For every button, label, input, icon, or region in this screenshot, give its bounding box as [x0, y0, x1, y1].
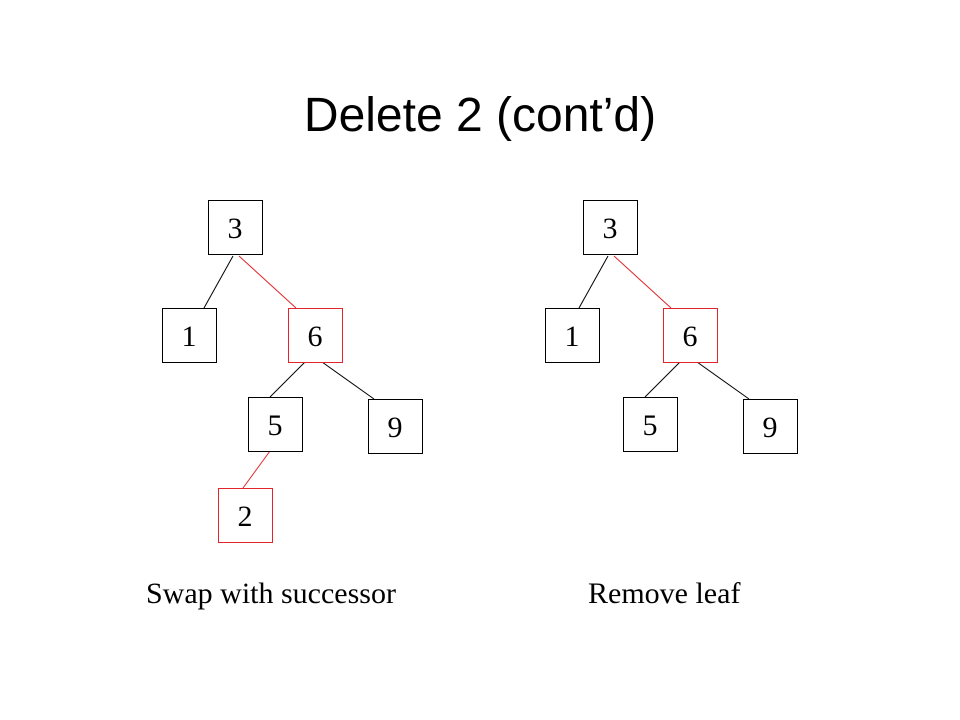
node-box [368, 399, 423, 454]
node-label: 9 [388, 411, 403, 444]
node-1: 1 [162, 308, 217, 363]
node-label: 3 [228, 212, 243, 245]
caption-swap-with-successor: Swap with successor [146, 577, 396, 610]
tree-remove-leaf: 3 1 6 5 9 [545, 200, 798, 454]
edge-5-2 [242, 450, 271, 489]
node-box [288, 308, 343, 363]
edge-3-1 [578, 255, 609, 309]
node-9: 9 [743, 399, 798, 454]
node-box [743, 399, 798, 454]
node-6: 6 [663, 308, 718, 363]
node-6: 6 [288, 308, 343, 363]
node-box [248, 397, 303, 452]
caption-remove-leaf: Remove leaf [588, 577, 741, 610]
edge-3-1 [203, 255, 234, 309]
node-label: 5 [268, 409, 283, 442]
node-3: 3 [583, 200, 638, 255]
node-label: 6 [308, 320, 323, 353]
slide-title: Delete 2 (cont’d) [303, 89, 657, 142]
node-box [623, 397, 678, 452]
node-label: 1 [182, 320, 197, 353]
node-label: 3 [603, 212, 618, 245]
node-box [545, 308, 600, 363]
node-box [162, 308, 217, 363]
node-label: 6 [683, 320, 698, 353]
node-5: 5 [623, 397, 678, 452]
node-label: 2 [238, 500, 253, 533]
node-label: 5 [643, 409, 658, 442]
node-9: 9 [368, 399, 423, 454]
edge-6-9 [321, 361, 375, 400]
node-box [583, 200, 638, 255]
node-5: 5 [248, 397, 303, 452]
node-box [208, 200, 263, 255]
edge-6-5 [269, 361, 306, 398]
node-2: 2 [218, 488, 273, 543]
node-box [218, 488, 273, 543]
node-3: 3 [208, 200, 263, 255]
tree-swap-with-successor: 3 1 6 5 9 2 [162, 200, 423, 543]
edge-6-9 [696, 361, 750, 400]
edge-3-6 [238, 255, 297, 309]
edge-6-5 [644, 361, 681, 398]
node-box [663, 308, 718, 363]
node-1: 1 [545, 308, 600, 363]
node-label: 9 [763, 411, 778, 444]
node-label: 1 [565, 320, 580, 353]
edge-3-6 [613, 255, 672, 309]
